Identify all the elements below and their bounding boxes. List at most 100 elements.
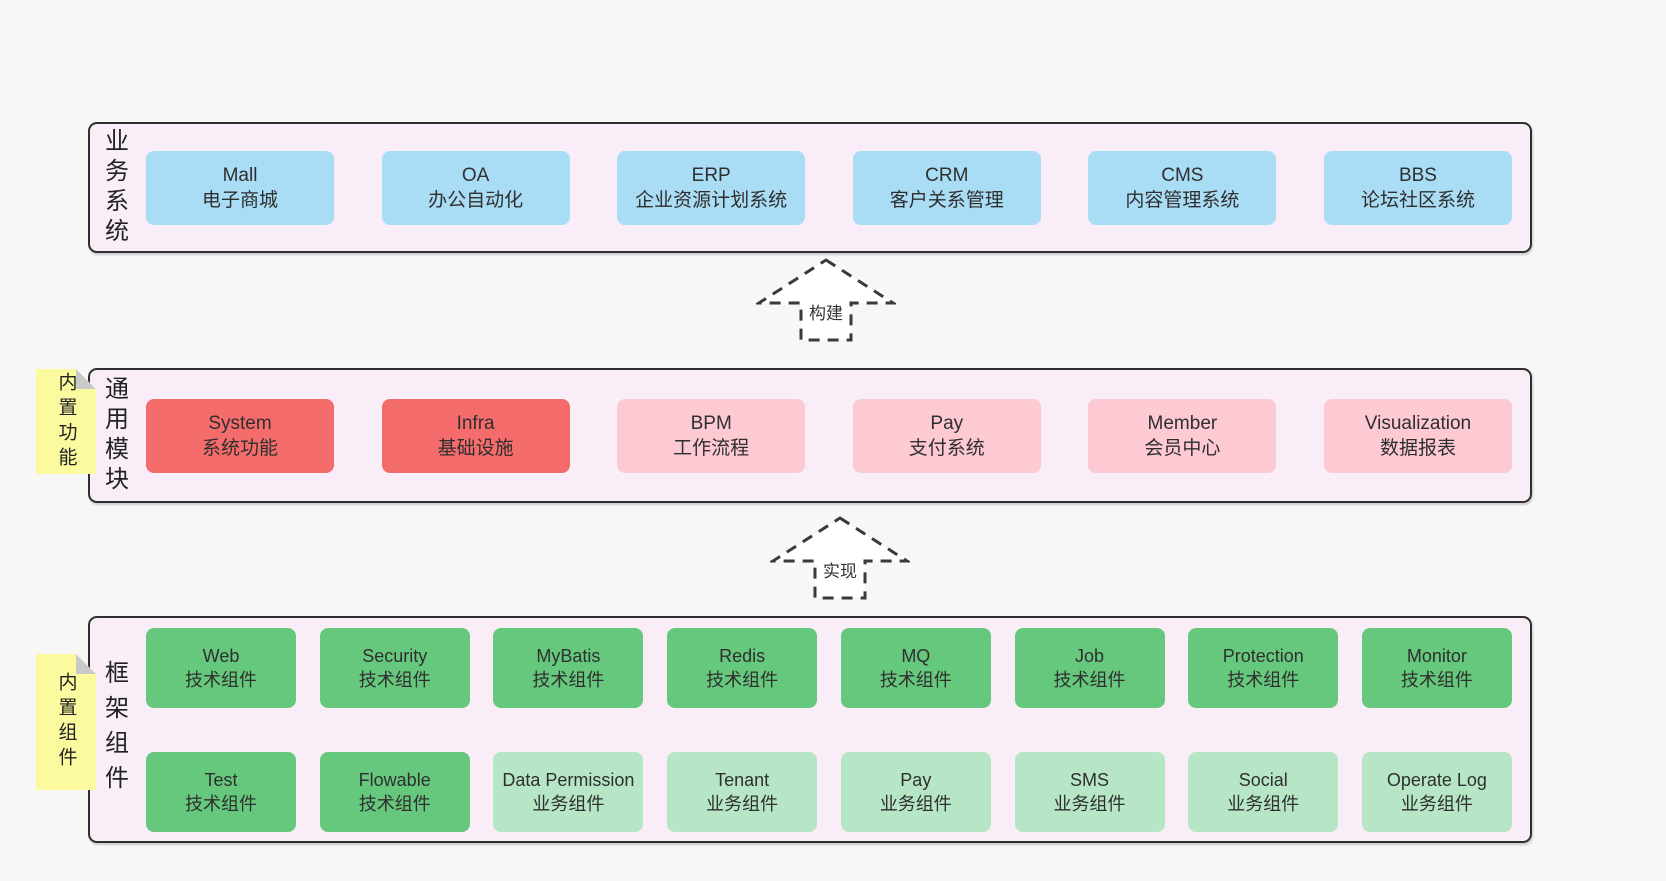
box-title: Flowable — [358, 769, 431, 790]
arrow-build-label: 构建 — [806, 299, 846, 324]
box-crm: CRM 客户关系管理 — [852, 150, 1041, 225]
box-subtitle: 技术组件 — [358, 669, 431, 690]
box-subtitle: 业务组件 — [532, 793, 605, 814]
box-mq: MQ 技术组件 — [840, 627, 991, 708]
box-title: Job — [1075, 645, 1105, 666]
box-system: System 系统功能 — [146, 398, 334, 473]
box-title: Tenant — [715, 769, 770, 790]
box-title: BPM — [690, 412, 732, 434]
arrow-build: 构建 — [756, 257, 896, 343]
box-social: Social 业务组件 — [1188, 751, 1339, 832]
box-title: Pay — [900, 769, 932, 790]
box-security: Security 技术组件 — [319, 627, 470, 708]
box-title: Security — [362, 645, 428, 666]
box-subtitle: 技术组件 — [185, 793, 257, 814]
box-title: SMS — [1070, 769, 1110, 790]
box-title: Member — [1147, 412, 1218, 434]
box-title: CRM — [925, 164, 969, 186]
box-subtitle: 会员中心 — [1144, 437, 1221, 459]
box-pay: Pay 业务组件 — [840, 751, 991, 832]
box-flowable: Flowable 技术组件 — [319, 751, 470, 832]
box-title: ERP — [691, 164, 731, 186]
box-title: Data Permission — [502, 769, 635, 790]
box-redis: Redis 技术组件 — [667, 627, 818, 708]
box-subtitle: 技术组件 — [358, 793, 431, 814]
sticky-label-text: 内置组件 — [55, 672, 77, 772]
box-data-permission: Data Permission 业务组件 — [493, 751, 644, 832]
box-infra: Infra 基础设施 — [381, 398, 570, 473]
arrow-implement-label: 实现 — [820, 557, 860, 582]
box-subtitle: 技术组件 — [1227, 669, 1300, 690]
box-subtitle: 系统功能 — [201, 437, 278, 459]
box-title: Social — [1238, 769, 1288, 790]
layer-label-text: 业务系统 — [100, 127, 128, 248]
box-test: Test 技术组件 — [146, 751, 296, 832]
box-subtitle: 技术组件 — [185, 669, 257, 690]
box-subtitle: 业务组件 — [1227, 793, 1300, 814]
box-title: Visualization — [1364, 412, 1472, 434]
box-web: Web 技术组件 — [146, 627, 296, 708]
box-erp: ERP 企业资源计划系统 — [617, 150, 806, 225]
box-protection: Protection 技术组件 — [1188, 627, 1339, 708]
framework-components-label: 框架组件 — [90, 618, 138, 841]
box-subtitle: 办公自动化 — [428, 189, 524, 211]
box-subtitle: 业务组件 — [706, 793, 779, 814]
box-subtitle: 企业资源计划系统 — [635, 189, 788, 211]
box-subtitle: 技术组件 — [706, 669, 779, 690]
box-member: Member 会员中心 — [1088, 398, 1277, 473]
box-subtitle: 电子商城 — [201, 189, 278, 211]
box-subtitle: 支付系统 — [908, 437, 985, 459]
box-mybatis: MyBatis 技术组件 — [493, 627, 644, 708]
box-subtitle: 技术组件 — [532, 669, 605, 690]
box-title: Monitor — [1406, 645, 1467, 666]
box-subtitle: 基础设施 — [437, 437, 514, 459]
common-modules-label: 通用模块 — [90, 370, 138, 501]
box-title: System — [208, 412, 272, 434]
layer-label-text: 框架组件 — [100, 659, 128, 800]
box-subtitle: 业务组件 — [1400, 793, 1473, 814]
box-subtitle: 客户关系管理 — [889, 189, 1004, 211]
box-operate-log: Operate Log 业务组件 — [1361, 751, 1512, 832]
sticky-built-in-features: 内置功能 — [36, 369, 96, 474]
sticky-label-text: 内置功能 — [55, 371, 77, 472]
sticky-built-in-components: 内置组件 — [36, 654, 96, 790]
box-subtitle: 技术组件 — [1400, 669, 1473, 690]
box-mall: Mall 电子商城 — [146, 150, 334, 225]
box-bbs: BBS 论坛社区系统 — [1323, 150, 1512, 225]
box-job: Job 技术组件 — [1014, 627, 1165, 708]
box-subtitle: 业务组件 — [879, 793, 952, 814]
arrow-implement: 实现 — [770, 515, 910, 601]
box-title: Protection — [1222, 645, 1304, 666]
box-subtitle: 技术组件 — [879, 669, 952, 690]
box-monitor: Monitor 技术组件 — [1361, 627, 1512, 708]
box-oa: OA 办公自动化 — [381, 150, 570, 225]
layer-label-text: 通用模块 — [100, 375, 128, 496]
box-title: Operate Log — [1386, 769, 1487, 790]
box-sms: SMS 业务组件 — [1014, 751, 1165, 832]
box-title: Mall — [222, 164, 258, 186]
layer-business-systems: 业务系统 Mall 电子商城 OA 办公自动化 ERP 企业资源计划系统 CRM 客户关系管理… — [88, 122, 1532, 253]
box-title: Pay — [930, 412, 964, 434]
box-subtitle: 业务组件 — [1053, 793, 1126, 814]
box-title: Web — [202, 645, 240, 666]
box-subtitle: 论坛社区系统 — [1360, 189, 1475, 211]
box-title: OA — [461, 164, 490, 186]
box-title: CMS — [1161, 164, 1204, 186]
box-title: MQ — [901, 645, 931, 666]
box-title: BBS — [1398, 164, 1437, 186]
box-title: Test — [204, 769, 238, 790]
business-systems-label: 业务系统 — [90, 124, 138, 251]
box-title: MyBatis — [536, 645, 601, 666]
box-title: Infra — [456, 412, 495, 434]
box-subtitle: 技术组件 — [1053, 669, 1126, 690]
box-title: Redis — [719, 645, 766, 666]
